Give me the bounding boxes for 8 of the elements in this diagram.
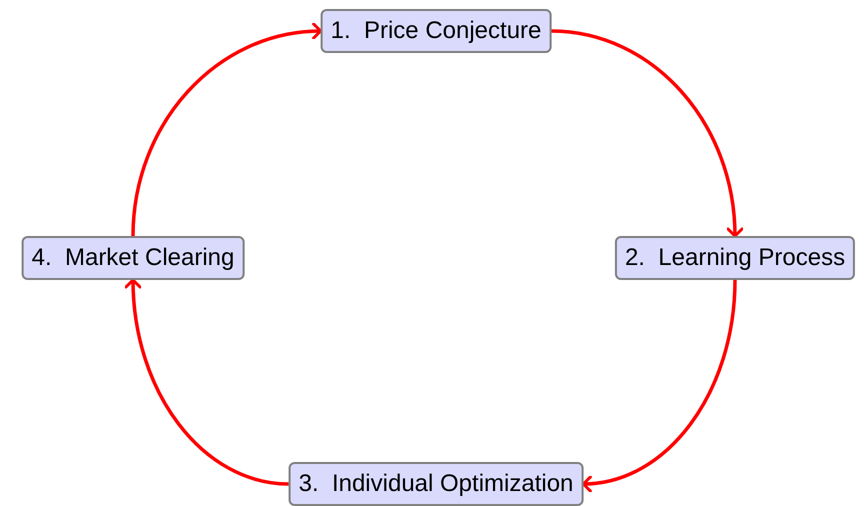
arrow xyxy=(551,29,744,238)
process-box: 4. Market Clearing xyxy=(22,236,244,280)
process-box: 2. Learning Process xyxy=(614,236,856,280)
process-box: 1. Price Conjecture xyxy=(320,9,552,53)
arrow xyxy=(131,23,322,236)
arrow xyxy=(124,278,289,486)
process-box: 3. Individual Optimization xyxy=(288,462,584,506)
arrow xyxy=(582,280,737,492)
